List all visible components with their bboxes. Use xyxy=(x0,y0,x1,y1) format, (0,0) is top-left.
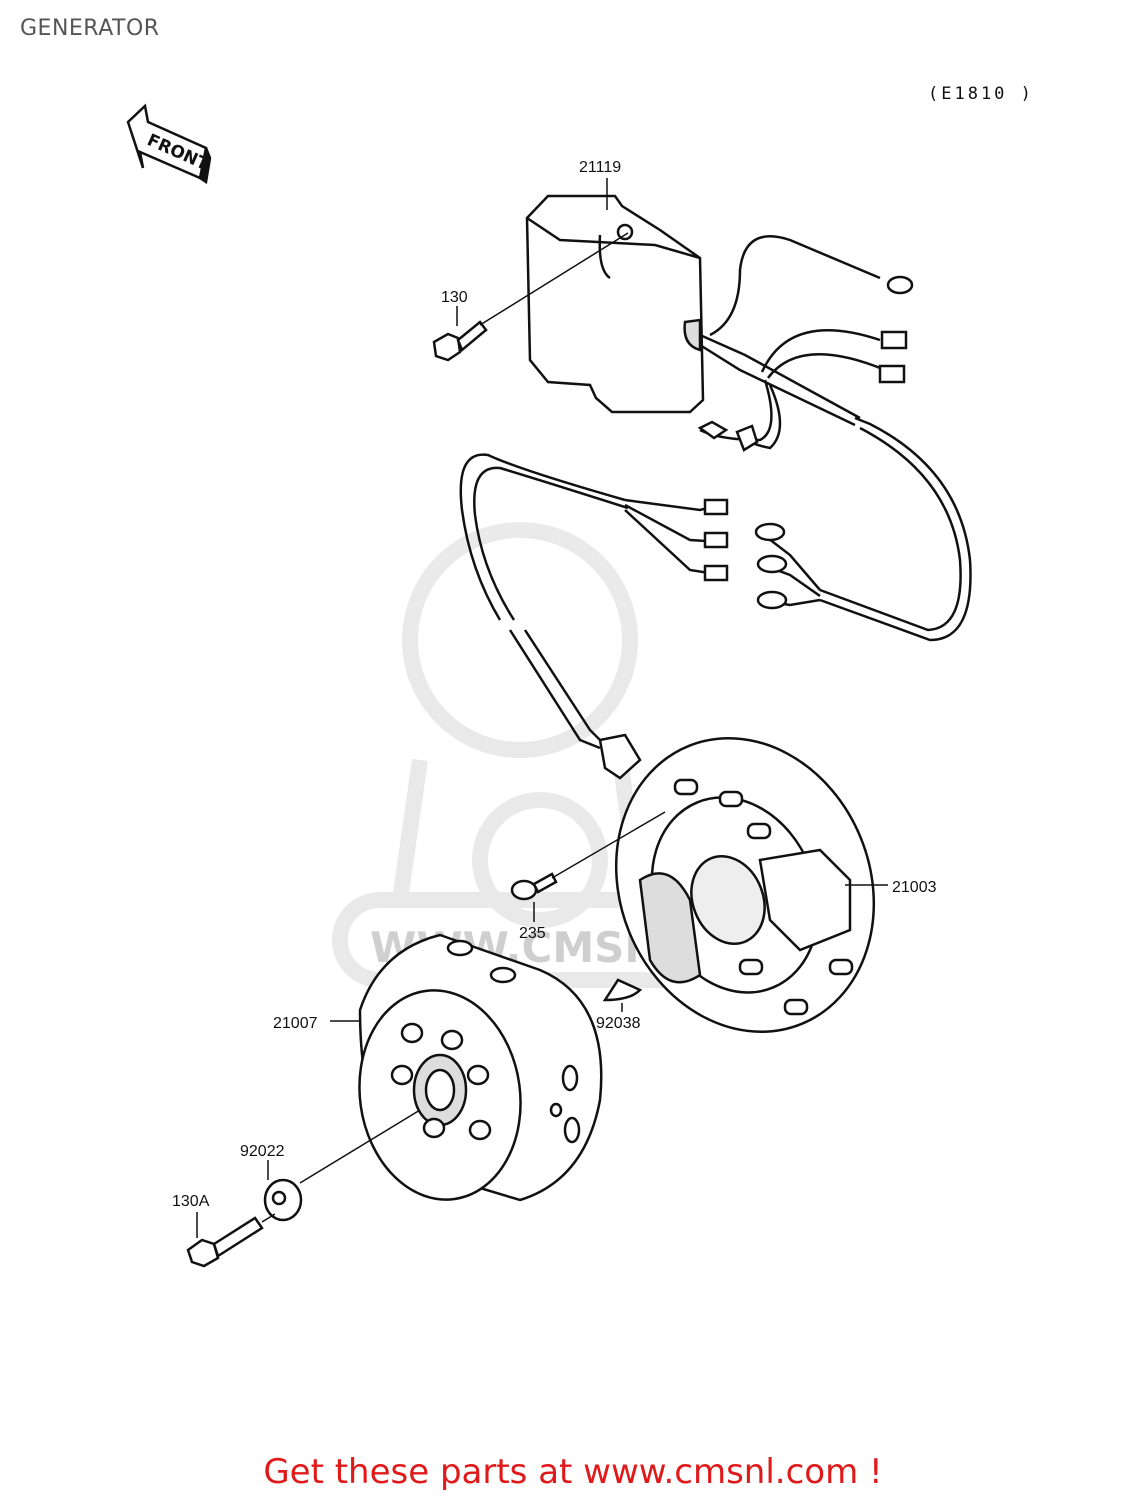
diagram-code: (E1810 ) xyxy=(928,84,1034,104)
stator-screw xyxy=(510,811,666,901)
footer-parts-link[interactable]: Get these parts at www.cmsnl.com ! xyxy=(263,1452,883,1492)
part-label-21007: 21007 xyxy=(273,1015,318,1032)
woodruff-key xyxy=(602,978,643,1002)
leader-lines xyxy=(196,178,888,1238)
regulator-connectors xyxy=(697,275,914,452)
washer xyxy=(263,1109,421,1222)
part-label-92038: 92038 xyxy=(596,1015,641,1032)
regulator-wires xyxy=(699,235,886,450)
harness-connectors xyxy=(598,498,821,780)
wiring-harness xyxy=(459,416,972,750)
part-label-21119: 21119 xyxy=(579,159,621,176)
flywheel-rotor xyxy=(358,933,603,1202)
flywheel-bolt xyxy=(186,1213,276,1268)
regulator-bolt xyxy=(432,232,629,362)
part-label-130A: 130A xyxy=(172,1193,210,1210)
part-label-92022: 92022 xyxy=(240,1143,285,1160)
part-label-130: 130 xyxy=(441,289,468,306)
part-label-21003: 21003 xyxy=(892,879,937,896)
front-arrow-icon xyxy=(126,103,212,185)
page-title: GENERATOR xyxy=(20,16,160,41)
regulator-unit xyxy=(525,194,705,414)
exploded-parts-diagram: WWW.CMSNL.COM FRONT xyxy=(126,103,972,1268)
part-label-235: 235 xyxy=(519,925,546,942)
stator-assembly xyxy=(614,737,876,1033)
